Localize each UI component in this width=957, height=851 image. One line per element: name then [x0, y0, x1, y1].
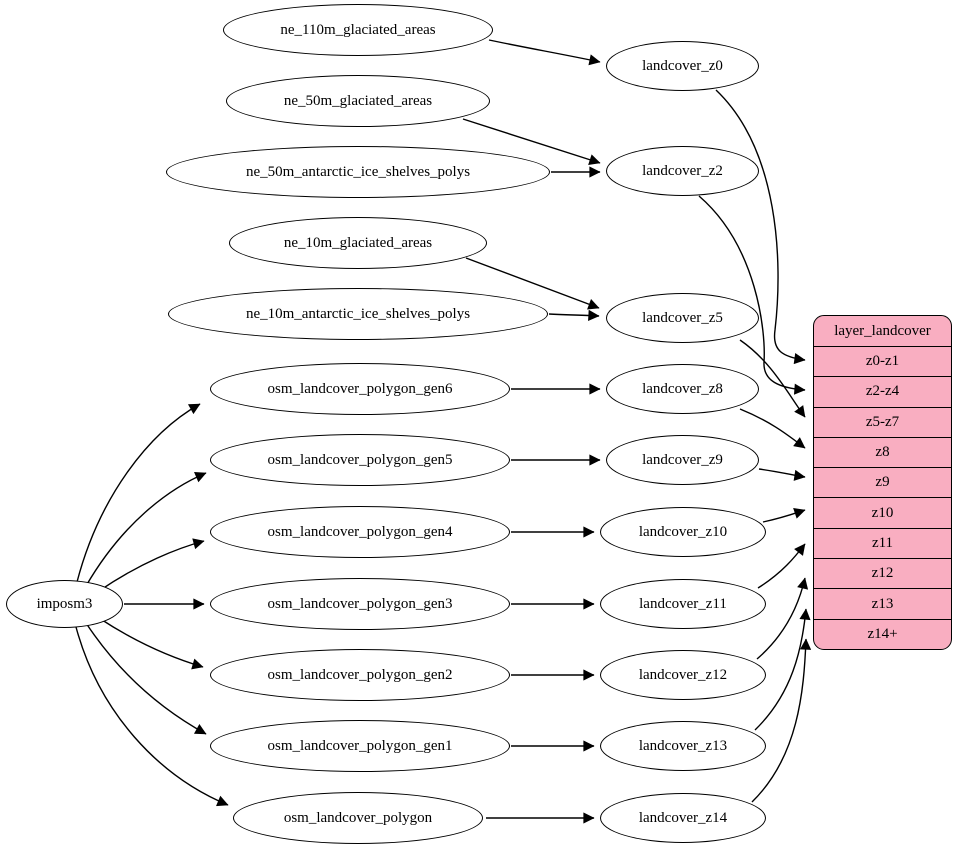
table-row-z8: z8 [814, 436, 951, 467]
table-row-z0-z1: z0-z1 [814, 346, 951, 376]
table-row-z5-z7: z5-z7 [814, 406, 951, 437]
edge-z0-to-row [715, 89, 806, 365]
edge-ne110m-to-z0 [488, 39, 601, 66]
node-osm-landcover-polygon-gen3: osm_landcover_polygon_gen3 [210, 578, 510, 630]
edge-imposm3-to-gen5 [85, 471, 207, 587]
node-landcover-z11: landcover_z11 [600, 579, 766, 629]
table-row-z10: z10 [814, 497, 951, 527]
table-row-z12: z12 [814, 558, 951, 588]
edge-z13-to-row [754, 608, 811, 731]
node-osm-landcover-polygon-gen4: osm_landcover_polygon_gen4 [210, 506, 510, 558]
edge-imposm3-to-gen4 [98, 538, 205, 592]
node-ne-110m-glaciated-areas: ne_110m_glaciated_areas [223, 4, 493, 56]
edge-z5-to-row [739, 339, 806, 418]
edge-group [75, 39, 812, 824]
table-row-z9: z9 [814, 467, 951, 497]
node-ne-10m-antarctic-ice-shelves-polys: ne_10m_antarctic_ice_shelves_polys [168, 288, 548, 340]
table-layer-landcover: layer_landcover z0-z1 z2-z4 z5-z7 z8 z9 … [813, 315, 952, 650]
node-landcover-z2: landcover_z2 [606, 146, 759, 196]
edge-imposm3-to-polygon [75, 626, 229, 807]
edge-imposm3-to-gen6 [76, 403, 201, 583]
node-landcover-z8: landcover_z8 [606, 364, 759, 414]
node-landcover-z5: landcover_z5 [606, 293, 759, 343]
node-landcover-z10: landcover_z10 [600, 507, 766, 557]
edge-z2-to-row [698, 195, 806, 395]
edge-z12-to-row [756, 577, 809, 660]
edge-z11-to-row [757, 543, 806, 589]
edge-ne10m-ant-to-z5 [548, 309, 600, 321]
node-osm-landcover-polygon-gen6: osm_landcover_polygon_gen6 [210, 363, 510, 415]
node-osm-landcover-polygon-gen2: osm_landcover_polygon_gen2 [210, 649, 510, 701]
edge-ne50m-glac-to-z2 [462, 118, 601, 166]
node-landcover-z9: landcover_z9 [606, 435, 759, 485]
edge-imposm3-to-gen2 [98, 617, 204, 670]
node-imposm3: imposm3 [6, 580, 123, 628]
table-row-z13: z13 [814, 588, 951, 618]
node-osm-landcover-polygon-gen5: osm_landcover_polygon_gen5 [210, 434, 510, 486]
node-ne-10m-glaciated-areas: ne_10m_glaciated_areas [229, 217, 487, 269]
node-ne-50m-antarctic-ice-shelves-polys: ne_50m_antarctic_ice_shelves_polys [166, 146, 550, 198]
node-landcover-z13: landcover_z13 [600, 721, 766, 771]
node-osm-landcover-polygon-gen1: osm_landcover_polygon_gen1 [210, 720, 510, 772]
node-landcover-z0: landcover_z0 [606, 41, 759, 91]
edge-z10-to-row [762, 508, 806, 523]
table-row-z2-z4: z2-z4 [814, 376, 951, 406]
table-row-z11: z11 [814, 527, 951, 558]
node-landcover-z14: landcover_z14 [600, 793, 766, 843]
edge-ne10m-glac-to-z5 [465, 257, 600, 310]
edge-z14-to-row [751, 638, 812, 803]
edge-imposm3-to-gen1 [85, 622, 207, 735]
node-osm-landcover-polygon: osm_landcover_polygon [233, 792, 483, 844]
table-row-z14plus: z14+ [814, 618, 951, 649]
node-landcover-z12: landcover_z12 [600, 650, 766, 700]
edge-z8-to-row [739, 408, 806, 449]
table-title: layer_landcover [834, 322, 931, 339]
edge-z9-to-row [758, 468, 806, 481]
node-ne-50m-glaciated-areas: ne_50m_glaciated_areas [226, 75, 490, 127]
